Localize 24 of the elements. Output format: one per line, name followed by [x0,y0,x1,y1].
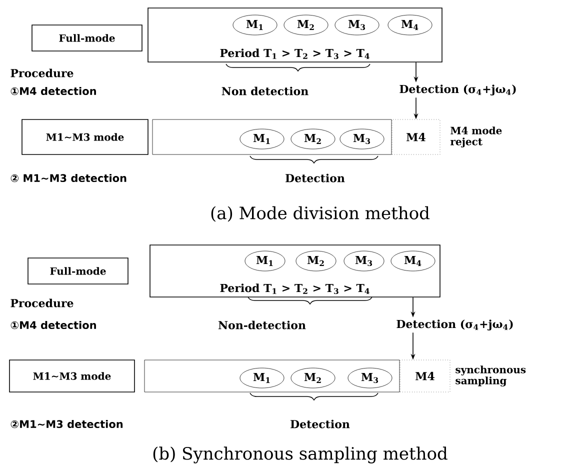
label-text: ② M1∼M3 detection [10,174,126,182]
label-text: ①M4 detection [10,320,96,330]
label-text: Procedure [10,298,74,308]
node-caption: M4 mode reject [450,126,502,148]
detection-label: Detection (σ$_{4}$+jω$_{4}$) [400,84,516,96]
mode-box [152,119,392,155]
node-caption: synchronous sampling [456,366,526,386]
label-text: ①M4 detection [10,86,96,96]
mode-box: Full-mode [32,24,142,52]
dotted-box: M4 [392,119,440,155]
label-text: Detection [286,174,345,182]
label-text: Procedure [10,68,74,78]
mode-box: Full-mode [28,258,128,284]
label-text: ②M1∼M3 detection [10,420,123,428]
label-text: Non detection [222,86,308,96]
detection-label: Detection (σ$_{4}$+jω$_{4}$) [396,320,513,330]
mode-box: M1∼M3 mode [22,119,148,155]
label-text: Non-detection [218,320,306,330]
dotted-box: M4 [400,360,450,392]
caption: (a) Mode division method [211,206,430,222]
caption: (b) Synchronous sampling method [153,446,448,464]
label-text: Detection [290,420,350,428]
mode-box [144,360,400,392]
mode-box: M1∼M3 mode [9,360,135,392]
